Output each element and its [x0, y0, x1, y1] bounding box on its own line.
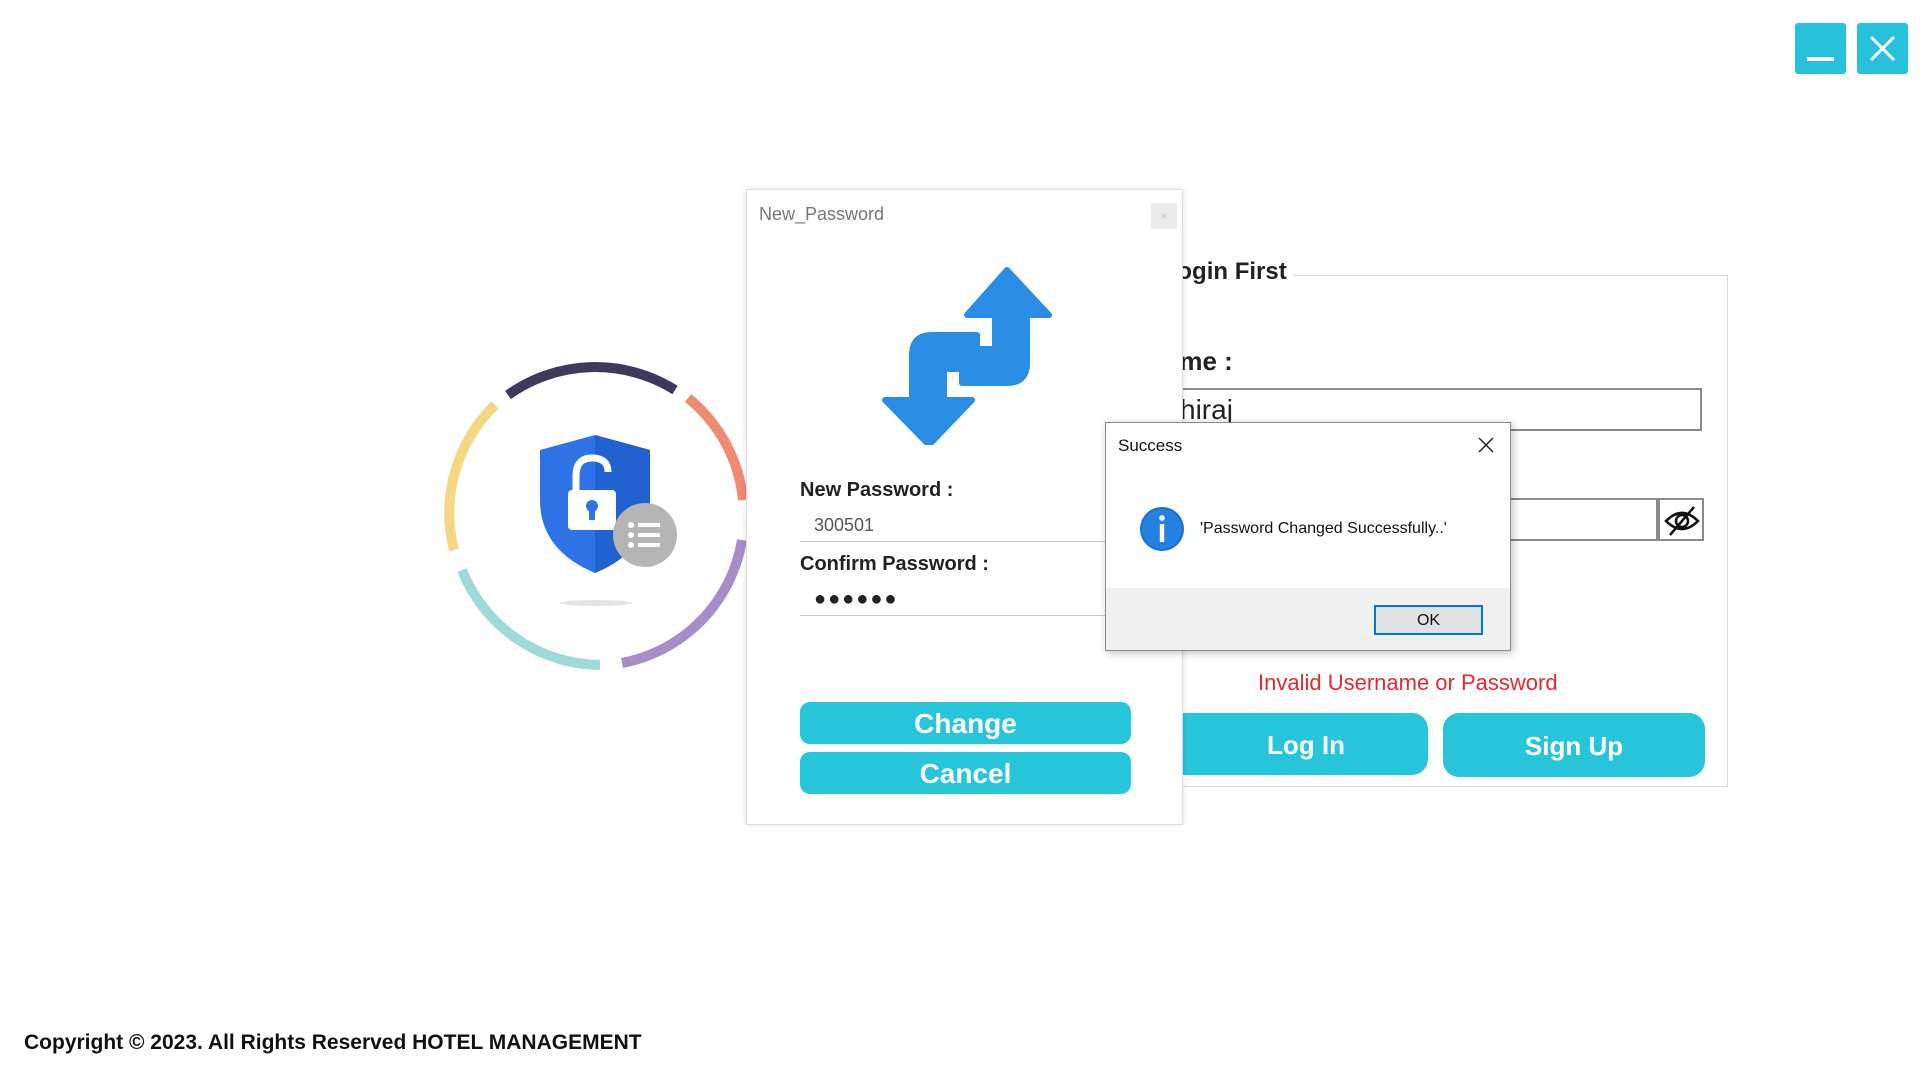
cancel-button[interactable]: Cancel [800, 752, 1131, 794]
dialog-close-button[interactable]: × [1151, 203, 1177, 229]
dialog-title: New_Password [759, 204, 885, 224]
swap-arrows-icon [882, 267, 1052, 445]
eye-slash-icon [1664, 506, 1700, 536]
new-password-label: New Password : [800, 479, 954, 501]
close-icon[interactable] [1474, 433, 1498, 457]
list-badge-icon [613, 503, 677, 567]
ok-button[interactable]: OK [1374, 605, 1483, 635]
success-dialog-title: Success [1118, 436, 1183, 455]
dialog-footer: OK [1106, 588, 1510, 650]
signup-button[interactable]: Sign Up [1443, 713, 1705, 777]
minimize-icon [1807, 57, 1834, 61]
security-shield-illustration [444, 362, 748, 670]
close-icon [1869, 35, 1896, 62]
new-password-field[interactable]: 300501 [800, 508, 1154, 542]
error-message: Invalid Username or Password [1258, 670, 1558, 695]
success-message: 'Password Changed Successfully..' [1200, 520, 1447, 537]
confirm-password-label: Confirm Password : [800, 553, 989, 575]
minimize-button[interactable] [1795, 23, 1846, 74]
change-button[interactable]: Change [800, 702, 1131, 744]
success-dialog: Success 'Password Changed Successfully..… [1105, 422, 1511, 651]
confirm-password-field[interactable]: ●●●●●● [800, 582, 1154, 616]
close-button[interactable] [1857, 23, 1908, 74]
password-visibility-toggle[interactable] [1658, 498, 1704, 541]
info-icon [1140, 507, 1184, 551]
copyright-text: Copyright © 2023. All Rights Reserved HO… [24, 1031, 642, 1054]
